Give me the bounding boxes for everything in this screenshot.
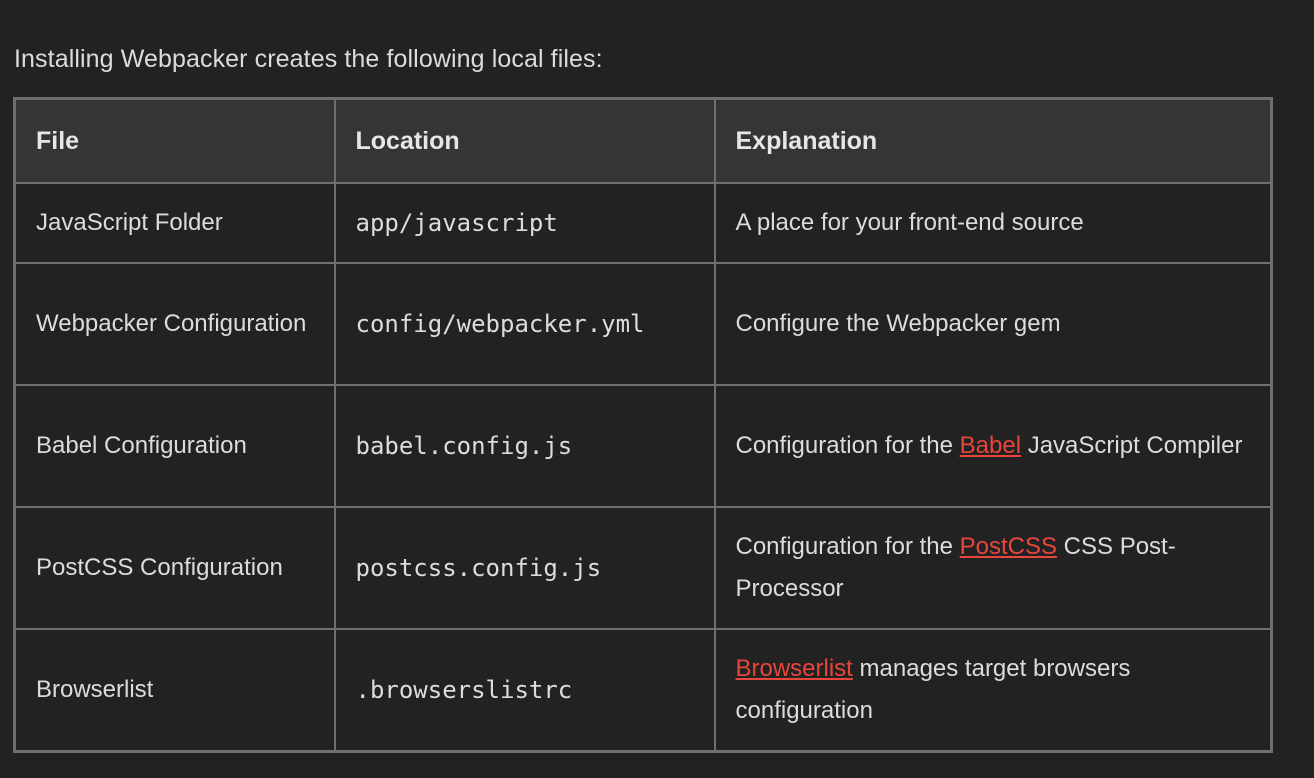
cell-explanation: Browserlist manages target browsers conf…: [713, 628, 1273, 752]
table-row: Browserlist .browserslistrc Browserlist …: [13, 628, 1273, 752]
cell-file: Browserlist: [13, 628, 336, 752]
cell-location: config/webpacker.yml: [333, 262, 716, 386]
cell-file: Babel Configuration: [13, 384, 336, 508]
explanation-text-before: A place for your front-end source: [735, 209, 1084, 236]
explanation-link[interactable]: Babel: [959, 432, 1022, 459]
table-header-row: File Location Explanation: [13, 97, 1273, 184]
explanation-text-after: manages target browsers configuration: [735, 654, 1131, 724]
cell-explanation: Configuration for the PostCSS CSS Post-P…: [713, 506, 1273, 630]
cell-location: .browserslistrc: [333, 628, 716, 752]
column-header-location: Location: [333, 97, 716, 184]
cell-location: app/javascript: [333, 182, 716, 264]
explanation-text-after: CSS Post-Processor: [735, 533, 1176, 602]
table-row: JavaScript Folder app/javascript A place…: [13, 182, 1273, 264]
table-header: File Location Explanation: [13, 97, 1273, 184]
explanation-text-before: Configuration for the: [735, 533, 960, 560]
cell-file: PostCSS Configuration: [13, 506, 336, 630]
cell-explanation: Configuration for the Babel JavaScript C…: [713, 384, 1273, 508]
explanation-text-before: Configure the Webpacker gem: [735, 310, 1061, 337]
explanation-text-after: JavaScript Compiler: [1021, 432, 1243, 459]
table-row: Webpacker Configuration config/webpacker…: [13, 262, 1273, 386]
intro-paragraph: Installing Webpacker creates the followi…: [14, 45, 603, 73]
cell-location: postcss.config.js: [333, 506, 716, 630]
table-row: PostCSS Configuration postcss.config.js …: [13, 506, 1273, 630]
table-row: Babel Configuration babel.config.js Conf…: [13, 384, 1273, 508]
cell-explanation: A place for your front-end source: [713, 182, 1273, 264]
cell-file: Webpacker Configuration: [13, 262, 336, 386]
explanation-text-before: Configuration for the: [735, 432, 960, 459]
cell-location: babel.config.js: [333, 384, 716, 508]
column-header-file: File: [13, 97, 336, 184]
cell-explanation: Configure the Webpacker gem: [713, 262, 1273, 386]
column-header-explanation: Explanation: [713, 97, 1273, 184]
cell-file: JavaScript Folder: [13, 182, 336, 264]
table-container: File Location Explanation JavaScript Fol…: [13, 97, 1273, 753]
local-files-table: File Location Explanation JavaScript Fol…: [13, 97, 1273, 753]
explanation-link[interactable]: PostCSS: [959, 533, 1058, 560]
table-body: JavaScript Folder app/javascript A place…: [13, 182, 1273, 752]
explanation-link[interactable]: Browserlist: [735, 654, 853, 682]
